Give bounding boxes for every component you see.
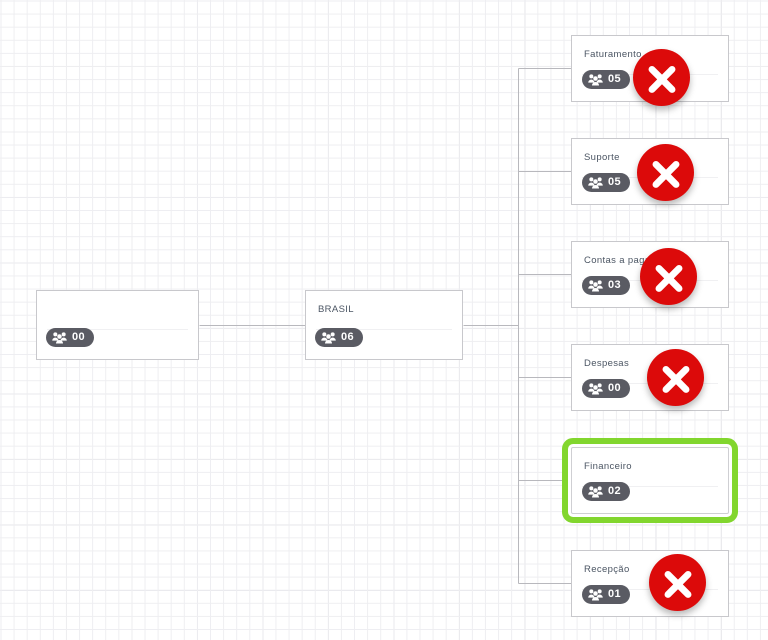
people-group-icon — [588, 73, 603, 86]
org-node-faturamento[interactable]: Faturamento 05 — [571, 35, 729, 106]
node-divider — [47, 329, 188, 330]
org-node-financeiro[interactable]: Financeiro 02 — [562, 438, 738, 523]
member-count-badge: 05 — [582, 70, 631, 89]
member-count-badge: 00 — [582, 379, 631, 398]
org-node-contas-a-pagar[interactable]: Contas a pagar 03 — [571, 241, 729, 308]
org-node-title: Despesas — [584, 358, 630, 369]
x-circle-icon[interactable] — [640, 248, 697, 305]
x-circle-icon[interactable] — [649, 554, 706, 611]
member-count: 00 — [72, 330, 86, 343]
node-divider — [316, 329, 452, 330]
people-group-icon — [52, 331, 67, 344]
org-node-title: BRASIL — [318, 304, 354, 315]
people-group-icon — [588, 382, 603, 395]
member-count: 05 — [608, 175, 622, 188]
member-count: 05 — [608, 72, 622, 85]
member-count-badge: 05 — [582, 173, 631, 192]
member-count: 03 — [608, 278, 622, 291]
member-count-badge: 01 — [582, 585, 631, 604]
people-group-icon — [588, 588, 603, 601]
org-node-despesas[interactable]: Despesas 00 — [571, 344, 729, 411]
org-node-root[interactable]: 00 — [36, 290, 199, 360]
org-node-brasil[interactable]: BRASIL 06 — [305, 290, 463, 360]
member-count-badge: 00 — [46, 328, 95, 347]
node-divider — [582, 486, 718, 487]
org-node-title: Financeiro — [584, 461, 632, 472]
org-node-title: Recepção — [584, 564, 630, 575]
org-node-title: Contas a pagar — [584, 255, 654, 266]
x-circle-icon[interactable] — [637, 144, 694, 201]
member-count: 00 — [608, 381, 622, 394]
member-count-badge: 03 — [582, 276, 631, 295]
x-circle-icon[interactable] — [647, 349, 704, 406]
org-node-suporte[interactable]: Suporte 05 — [571, 138, 729, 205]
org-node-recepcao[interactable]: Recepção 01 — [571, 550, 729, 617]
people-group-icon — [588, 485, 603, 498]
people-group-icon — [588, 176, 603, 189]
x-circle-icon[interactable] — [633, 49, 690, 106]
member-count-badge: 02 — [582, 482, 631, 501]
org-node-title: Suporte — [584, 152, 620, 163]
member-count: 01 — [608, 587, 622, 600]
people-group-icon — [588, 279, 603, 292]
member-count-badge: 06 — [315, 328, 364, 347]
member-count: 02 — [608, 484, 622, 497]
member-count: 06 — [341, 330, 355, 343]
people-group-icon — [321, 331, 336, 344]
org-node-title: Faturamento — [584, 49, 642, 60]
